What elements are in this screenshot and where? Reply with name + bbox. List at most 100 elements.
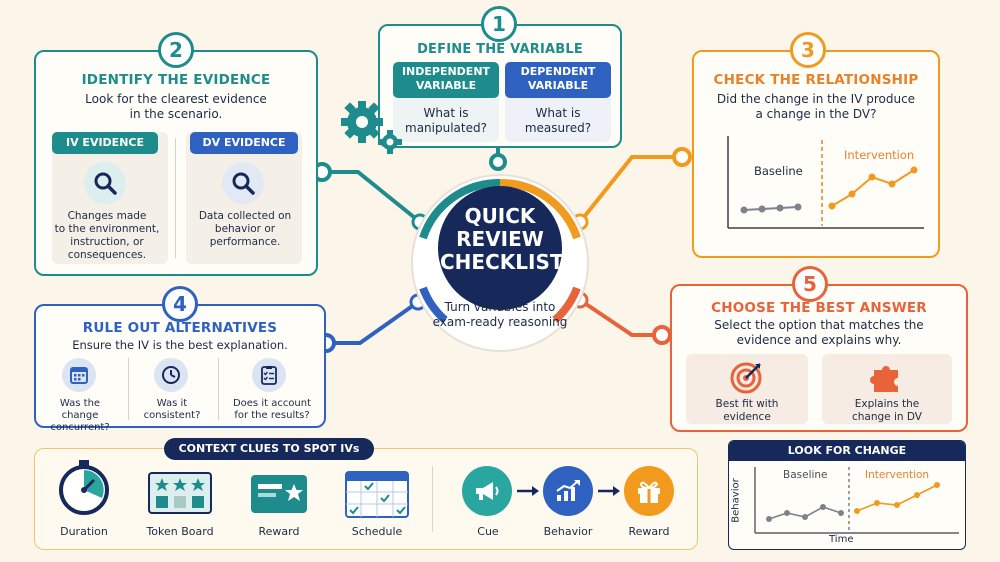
iv-label-line1: INDEPENDENT [401, 65, 491, 78]
step5-option2-line1: Explains the [854, 398, 920, 410]
puzzle-piece-icon [870, 366, 898, 392]
dv-question: What is measured? [505, 106, 611, 136]
step2-divider [175, 138, 176, 258]
dv-question-line1: What is [535, 106, 581, 120]
step4-q1-line2: concurrent? [50, 422, 110, 433]
step3-title: CHECK THE RELATIONSHIP [713, 72, 919, 88]
step2-title: IDENTIFY THE EVIDENCE [81, 72, 271, 88]
iv-evidence-text-line2: to the environment, [54, 223, 160, 235]
behavior-growth-icon [543, 466, 593, 516]
iv-evidence-pill: IV EVIDENCE [52, 132, 158, 154]
step4-panel: RULE OUT ALTERNATIVES Ensure the IV is t… [34, 304, 326, 433]
stopwatch-icon [59, 460, 109, 515]
iv-evidence-text-line3: instruction, or [70, 236, 144, 248]
dv-evidence-text-line2: behavior or [214, 223, 276, 235]
context-item-duration: Duration [60, 525, 108, 538]
step1-panel: DEFINE THE VARIABLE INDEPENDENT VARIABLE… [378, 24, 622, 148]
step5-option1-line1: Best fit with [715, 398, 779, 410]
center-title-line2: REVIEW [456, 227, 544, 251]
iv-evidence-magnifier-icon [84, 162, 126, 204]
step3-panel: CHECK THE RELATIONSHIP Did the change in… [692, 50, 940, 258]
arrow-right-icon [517, 486, 539, 496]
iv-question: What is manipulated? [393, 106, 499, 136]
dv-card: DEPENDENT VARIABLE What is measured? [505, 62, 611, 142]
step4-q1-line1: Was the change [59, 398, 101, 421]
step3-text: Did the change in the IV produce a chang… [694, 92, 938, 122]
reward-gift-icon [624, 466, 674, 516]
step5-option2-text: Explains the change in DV [822, 398, 952, 424]
dv-evidence-text: Data collected on behavior or performanc… [188, 210, 302, 249]
center-title-line3: CHECKLIST [440, 250, 564, 274]
step2-text-line1: Look for the clearest evidence [85, 92, 267, 106]
look-xlabel: Time [829, 534, 854, 545]
step4-number: 4 [162, 286, 198, 322]
clock-icon [154, 358, 188, 392]
step4-q3: Does it account for the results? [224, 398, 320, 422]
step5-option1 [686, 354, 808, 424]
step2-number: 2 [158, 32, 194, 68]
step1-number: 1 [481, 6, 517, 42]
iv-evidence-text-line4: consequences. [67, 249, 147, 261]
center-subtitle: Turn variables into exam-ready reasoning [425, 300, 575, 330]
center-hub-ring [411, 174, 589, 352]
step3-baseline-label: Baseline [754, 164, 803, 178]
iv-evidence-text: Changes made to the environment, instruc… [52, 210, 162, 262]
iv-question-line2: manipulated? [405, 121, 487, 135]
chain-cue: Cue [477, 525, 499, 538]
step5-text-line1: Select the option that matches the [714, 318, 924, 332]
center-subtitle-line2: exam-ready reasoning [432, 315, 568, 329]
dv-evidence-pill: DV EVIDENCE [190, 132, 298, 154]
center-subtitle-line1: Turn variables into [444, 300, 556, 314]
center-title: QUICK REVIEW CHECKLIST [440, 204, 564, 274]
step4-divider-1 [128, 358, 129, 420]
chain-behavior: Behavior [543, 525, 593, 538]
context-divider [432, 466, 433, 532]
look-for-change-panel: LOOK FOR CHANGE Baseline Intervention Be… [728, 440, 966, 550]
step1-title: DEFINE THE VARIABLE [417, 42, 583, 57]
look-intervention-label: Intervention [865, 469, 930, 481]
step5-number: 5 [792, 266, 828, 302]
step4-q1: Was the change concurrent? [40, 398, 120, 434]
dv-evidence-text-line1: Data collected on [198, 210, 292, 222]
dv-label: DEPENDENT VARIABLE [505, 62, 611, 98]
step5-option1-line2: evidence [723, 411, 771, 423]
step2-text: Look for the clearest evidence in the sc… [36, 92, 316, 122]
iv-question-line1: What is [423, 106, 469, 120]
look-ylabel: Behavior [730, 478, 742, 523]
step4-divider-2 [218, 358, 219, 420]
step5-panel: CHOOSE THE BEST ANSWER Select the option… [670, 284, 968, 432]
step4-title: RULE OUT ALTERNATIVES [82, 320, 278, 336]
dv-label-line2: VARIABLE [527, 79, 589, 92]
step5-text: Select the option that matches the evide… [672, 318, 966, 348]
calendar-icon [62, 358, 96, 392]
step5-option1-text: Best fit with evidence [686, 398, 808, 424]
look-baseline-label: Baseline [783, 469, 828, 481]
step4-text: Ensure the IV is the best explanation. [72, 338, 288, 352]
step5-text-line2: evidence and explains why. [736, 333, 902, 347]
gears-icon [341, 101, 402, 154]
step2-text-line2: in the scenario. [129, 107, 223, 121]
context-item-schedule: Schedule [351, 525, 403, 538]
reward-ticket-icon [251, 475, 307, 513]
context-item-reward: Reward [258, 525, 300, 538]
dv-question-line2: measured? [524, 121, 592, 135]
center-title-line1: QUICK [464, 204, 536, 228]
step5-title: CHOOSE THE BEST ANSWER [711, 300, 927, 316]
iv-evidence-text-line1: Changes made [67, 210, 147, 222]
step4-q2: Was it consistent? [132, 398, 212, 422]
context-item-token-board: Token Board [146, 525, 214, 538]
chain-reward: Reward [628, 525, 670, 538]
step2-panel: IDENTIFY THE EVIDENCE Look for the clear… [34, 50, 318, 276]
step4-q3-line2: for the results? [234, 410, 310, 421]
dv-label-line1: DEPENDENT [520, 65, 596, 78]
schedule-calendar-icon [345, 471, 409, 518]
look-for-change-title: LOOK FOR CHANGE [729, 441, 965, 461]
context-clues-title: CONTEXT CLUES TO SPOT IVs [164, 438, 374, 460]
checklist-icon [252, 358, 286, 392]
step3-graph [727, 136, 924, 229]
arrow-right-icon [598, 486, 620, 496]
step4-q2-line1: Was it [156, 398, 188, 409]
look-for-change-graph [754, 467, 959, 534]
iv-label-line2: VARIABLE [415, 79, 477, 92]
dv-evidence-text-line3: performance. [209, 236, 281, 248]
